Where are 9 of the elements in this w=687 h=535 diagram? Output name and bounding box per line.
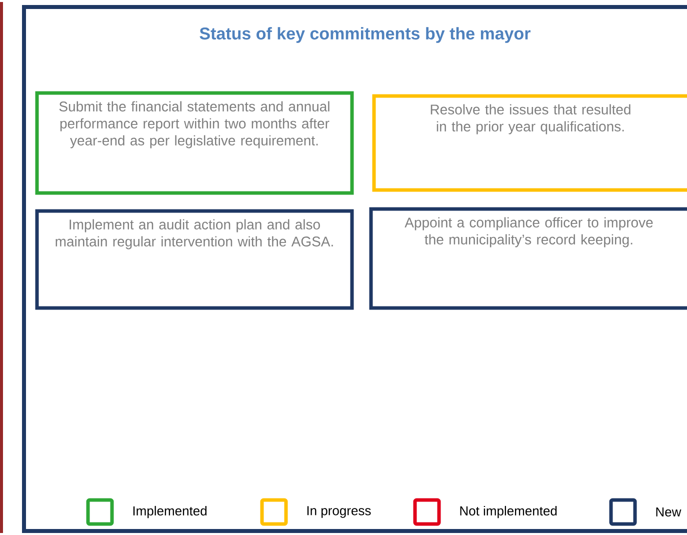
commitment-box: Implement an audit action plan and also maintain regular intervention with the AGSA. [35, 209, 354, 310]
legend-label: In progress [307, 506, 371, 518]
title: Status of key commitments by the mayor [200, 27, 530, 43]
commitment-box: Resolve the issues that resulted in the prior year qualifications. [372, 94, 687, 192]
commitment-box: Submit the financial statements and annual performance report within two months after year-end as per legislative requirement. [35, 91, 354, 195]
commitment-box: Appoint a compliance officer to improve the municipality’s record keeping. [369, 207, 687, 310]
legend-label: Implemented [133, 506, 207, 518]
legend-label: Not implemented [460, 506, 557, 518]
legend-label: New [656, 507, 682, 517]
